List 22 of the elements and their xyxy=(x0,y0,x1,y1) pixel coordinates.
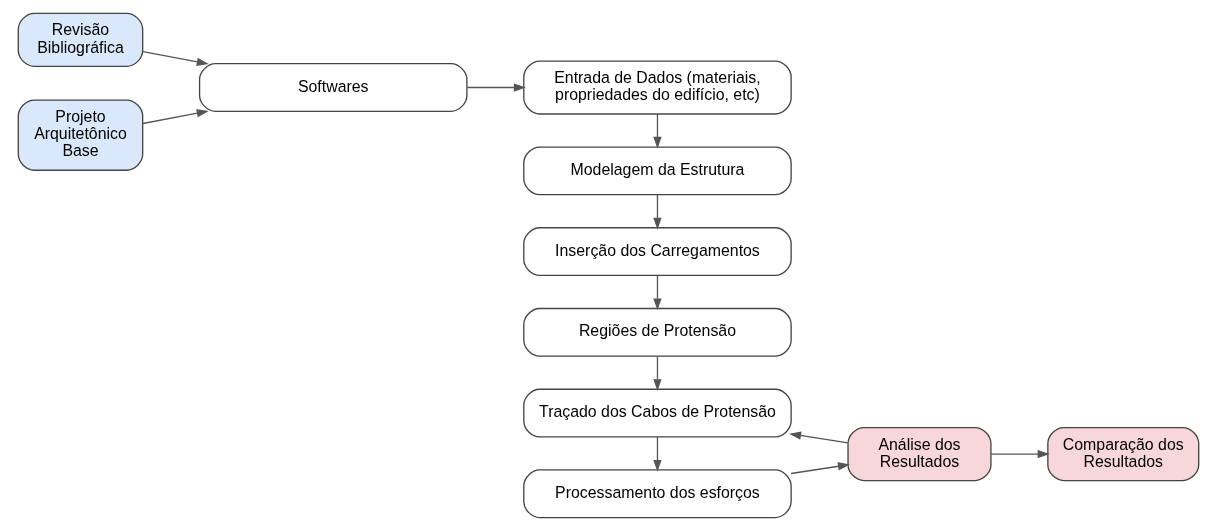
node-box: Projeto Arquitetônico Base xyxy=(17,99,143,171)
node-box: Softwares xyxy=(198,63,468,112)
node-box: Inserção dos Carregamentos xyxy=(522,227,792,277)
arrow xyxy=(652,436,662,472)
node-box: Revisão Bibliográfica xyxy=(17,12,143,67)
node-box: Traçado dos Cabos de Protensão xyxy=(522,388,792,438)
arrow xyxy=(990,449,1050,459)
arrow xyxy=(466,83,526,92)
arrow xyxy=(652,194,662,230)
arrow xyxy=(789,462,850,475)
node-box: Entrada de Dados (materiais, propriedades do edifício, etc) xyxy=(522,60,792,115)
node-box: Regiões de Protensão xyxy=(522,307,792,357)
arrow xyxy=(141,50,209,66)
node-box: Comparação dos Resultados xyxy=(1046,426,1199,482)
arrow xyxy=(141,109,209,125)
arrow xyxy=(788,431,849,444)
arrow xyxy=(652,355,662,392)
arrow xyxy=(652,113,662,149)
arrow xyxy=(652,274,662,311)
node-box: Processamento dos esforços xyxy=(522,469,792,519)
node-box: Análise dos Resultados xyxy=(846,426,992,482)
node-box: Modelagem da Estrutura xyxy=(522,146,792,196)
